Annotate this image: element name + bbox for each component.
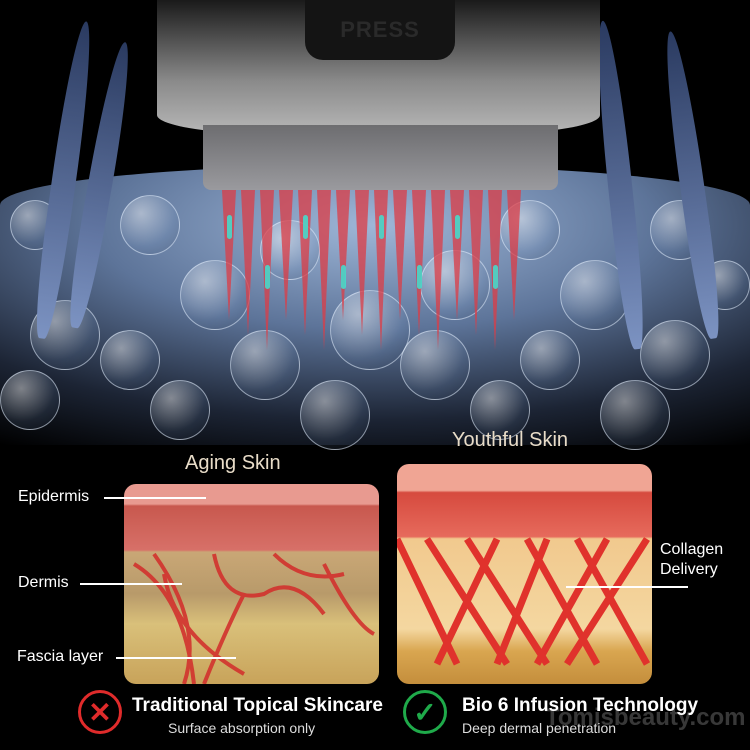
skin-cell (0, 370, 60, 430)
skin-cell (120, 195, 180, 255)
bio6-title: Bio 6 Infusion Technology (462, 695, 699, 716)
serum-glow (455, 215, 460, 239)
youthful-skin-title: Youthful Skin (452, 429, 569, 451)
skin-cell (640, 320, 710, 390)
needle (317, 190, 331, 350)
needle (393, 190, 407, 320)
fascia-label: Fascia layer (17, 648, 104, 665)
needle (222, 190, 236, 320)
needle (355, 190, 369, 335)
needle (431, 190, 445, 350)
skin-cell (600, 380, 670, 450)
press-button[interactable]: PRESS (305, 0, 455, 60)
serum-glow (379, 215, 384, 239)
skin-cell (100, 330, 160, 390)
needle (507, 190, 521, 320)
aging-skin-title: Aging Skin (185, 452, 281, 474)
skin-cell (300, 380, 370, 450)
needle (469, 190, 483, 335)
x-icon: ✕ (78, 690, 122, 734)
traditional-subtitle: Surface absorption only (168, 720, 316, 736)
needle (374, 190, 388, 350)
skin-cell (150, 380, 210, 440)
serum-glow (341, 265, 346, 289)
serum-glow (493, 265, 498, 289)
skin-cell (470, 380, 530, 440)
needle (336, 190, 350, 320)
collagen-pointer (566, 586, 688, 588)
check-icon: ✓ (403, 690, 447, 734)
serum-glow (303, 215, 308, 239)
youthful-skin-panel (397, 464, 652, 684)
epidermis-label: Epidermis (18, 488, 90, 505)
needle (298, 190, 312, 335)
bio6-subtitle: Deep dermal penetration (462, 720, 617, 736)
traditional-title: Traditional Topical Skincare (132, 695, 383, 716)
serum-glow (417, 265, 422, 289)
skin-cell (180, 260, 250, 330)
needle (279, 190, 293, 320)
serum-glow (265, 265, 270, 289)
dermis-pointer (80, 583, 182, 585)
fascia-pointer (116, 657, 236, 659)
skin-cell (520, 330, 580, 390)
needle (450, 190, 464, 320)
watermark: Tomisbeauty.com (545, 704, 746, 731)
dermis-label: Dermis (18, 574, 69, 591)
aging-collagen-fibers (132, 552, 376, 684)
epidermis-pointer (104, 497, 206, 499)
needle (241, 190, 255, 335)
serum-glow (227, 215, 232, 239)
youthful-collagen-fibers (397, 537, 651, 666)
collagen-delivery-label: Collagen Delivery (660, 541, 724, 578)
needle (412, 190, 426, 335)
device-head (203, 125, 558, 190)
